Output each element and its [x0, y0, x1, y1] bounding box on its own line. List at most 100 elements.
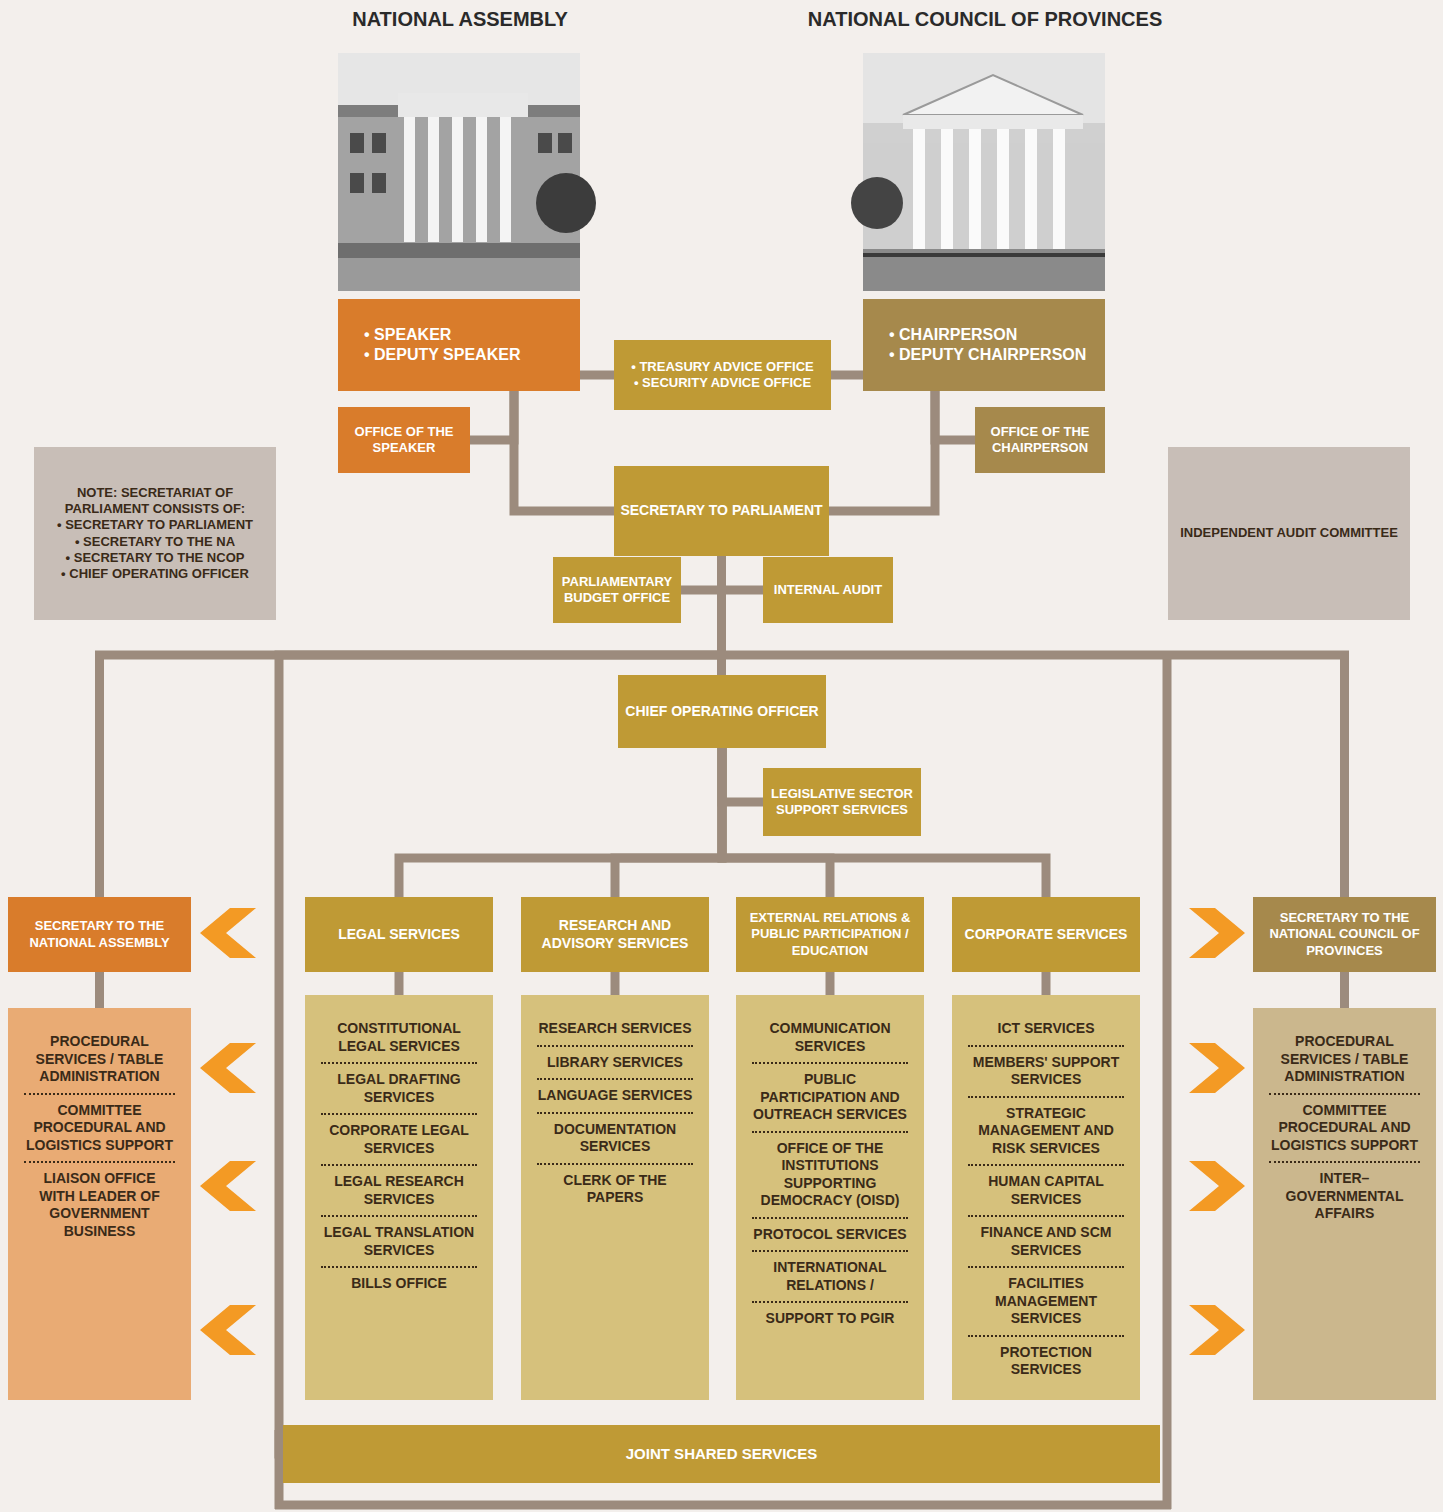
house-heading: NATIONAL ASSEMBLY — [352, 8, 568, 31]
box-text: • CHIEF OPERATING OFFICER — [40, 566, 270, 582]
building-photo — [851, 53, 1105, 291]
org-box: OFFICE OF THE CHAIRPERSON — [975, 407, 1105, 473]
org-box: SECRETARY TO THE NATIONAL ASSEMBLY — [8, 897, 191, 972]
box-text: LEGISLATIVE SECTOR SUPPORT SERVICES — [769, 786, 915, 819]
org-box: PARLIAMENTARY BUDGET OFFICE — [553, 557, 681, 623]
box-text: EXTERNAL RELATIONS & PUBLIC PARTICIPATIO… — [742, 910, 918, 959]
box-text: INTERNATIONAL RELATIONS / — [752, 1252, 908, 1303]
box-text: LEGAL RESEARCH SERVICES — [321, 1166, 477, 1217]
building-photo — [338, 53, 596, 291]
box-text: LEGAL TRANSLATION SERVICES — [321, 1217, 477, 1268]
box-text: SECRETARY TO PARLIAMENT — [620, 502, 823, 520]
box-text: • SECURITY ADVICE OFFICE — [620, 375, 825, 391]
box-text: LANGUAGE SERVICES — [537, 1080, 693, 1114]
org-box: CHIEF OPERATING OFFICER — [618, 675, 826, 748]
house-heading: NATIONAL COUNCIL OF PROVINCES — [808, 8, 1162, 31]
org-box: RESEARCH AND ADVISORY SERVICES — [521, 897, 709, 972]
connector-line — [826, 972, 835, 995]
connector-line — [722, 748, 763, 802]
org-box: • TREASURY ADVICE OFFICE• SECURITY ADVIC… — [614, 340, 831, 410]
service-list-box: CONSTITUTIONAL LEGAL SERVICESLEGAL DRAFT… — [305, 995, 493, 1400]
box-text: COMMITTEE PROCEDURAL AND LOGISTICS SUPPO… — [1269, 1095, 1420, 1164]
org-box: LEGAL SERVICES — [305, 897, 493, 972]
box-text: LIBRARY SERVICES — [537, 1047, 693, 1081]
connector-line — [514, 391, 614, 511]
org-box: • CHAIRPERSON• DEPUTY CHAIRPERSON — [863, 299, 1105, 391]
box-text: • TREASURY ADVICE OFFICE — [620, 359, 825, 375]
box-text: • DEPUTY SPEAKER — [364, 345, 574, 365]
box-text: • SPEAKER — [364, 325, 574, 345]
box-text: LEGAL DRAFTING SERVICES — [321, 1064, 477, 1115]
org-box: INDEPENDENT AUDIT COMMITTEE — [1168, 447, 1410, 620]
org-box: SECRETARY TO THE NATIONAL COUNCIL OF PRO… — [1253, 897, 1436, 972]
box-text: FACILITIES MANAGEMENT SERVICES — [968, 1268, 1124, 1337]
box-text: LIAISON OFFICE WITH LEADER OF GOVERNMENT… — [24, 1163, 175, 1247]
connector-line — [1042, 972, 1051, 995]
box-text: CORPORATE SERVICES — [958, 926, 1134, 944]
service-list-box: ICT SERVICESMEMBERS' SUPPORT SERVICESSTR… — [952, 995, 1140, 1400]
connector-line — [829, 391, 935, 511]
connector-line — [831, 371, 863, 380]
box-text: BILLS OFFICE — [321, 1268, 477, 1300]
org-box: SECRETARY TO PARLIAMENT — [614, 466, 829, 556]
box-text: CLERK OF THE PAPERS — [537, 1165, 693, 1214]
box-text: INTERNAL AUDIT — [769, 582, 887, 598]
connector-line — [611, 972, 620, 995]
box-text: CONSTITUTIONAL LEGAL SERVICES — [321, 1013, 477, 1064]
org-box: NOTE: SECRETARIAT OF PARLIAMENT CONSISTS… — [34, 447, 276, 620]
box-text: OFFICE OF THE CHAIRPERSON — [981, 424, 1099, 457]
org-box: LEGISLATIVE SECTOR SUPPORT SERVICES — [763, 768, 921, 836]
org-box: OFFICE OF THE SPEAKER — [338, 407, 470, 473]
box-text: SECRETARY TO THE NATIONAL ASSEMBLY — [14, 918, 185, 951]
box-text: OFFICE OF THE INSTITUTIONS SUPPORTING DE… — [752, 1133, 908, 1219]
service-list-box: PROCEDURAL SERVICES / TABLE ADMINISTRATI… — [1253, 1008, 1436, 1400]
box-text: RESEARCH SERVICES — [537, 1013, 693, 1047]
frame-line — [275, 651, 1171, 1509]
org-box: EXTERNAL RELATIONS & PUBLIC PARTICIPATIO… — [736, 897, 924, 972]
box-text: MEMBERS' SUPPORT SERVICES — [968, 1047, 1124, 1098]
box-text: INDEPENDENT AUDIT COMMITTEE — [1174, 525, 1404, 541]
box-text: CORPORATE LEGAL SERVICES — [321, 1115, 477, 1166]
connector-line — [722, 748, 1046, 897]
org-box: • SPEAKER• DEPUTY SPEAKER — [338, 299, 580, 391]
box-text: INTER– GOVERNMENTAL AFFAIRS — [1269, 1163, 1420, 1230]
box-text: HUMAN CAPITAL SERVICES — [968, 1166, 1124, 1217]
box-text: • DEPUTY CHAIRPERSON — [889, 345, 1099, 365]
box-text: CHIEF OPERATING OFFICER — [624, 703, 820, 721]
connector-line — [1340, 972, 1349, 1008]
box-text: • CHAIRPERSON — [889, 325, 1099, 345]
box-text: SECRETARY TO THE NATIONAL COUNCIL OF PRO… — [1259, 910, 1430, 959]
box-text: COMMITTEE PROCEDURAL AND LOGISTICS SUPPO… — [24, 1095, 175, 1164]
org-box: JOINT SHARED SERVICES — [283, 1425, 1160, 1483]
service-list-box: RESEARCH SERVICESLIBRARY SERVICESLANGUAG… — [521, 995, 709, 1400]
connector-line — [470, 391, 514, 440]
box-text: ICT SERVICES — [968, 1013, 1124, 1047]
box-text: FINANCE AND SCM SERVICES — [968, 1217, 1124, 1268]
box-text: PROCEDURAL SERVICES / TABLE ADMINISTRATI… — [24, 1026, 175, 1095]
box-text: PROCEDURAL SERVICES / TABLE ADMINISTRATI… — [1269, 1026, 1420, 1095]
box-text: PROTECTION SERVICES — [968, 1337, 1124, 1386]
box-text: COMMUNICATION SERVICES — [752, 1013, 908, 1064]
box-text: DOCUMENTATION SERVICES — [537, 1114, 693, 1165]
service-list-box: COMMUNICATION SERVICESPUBLIC PARTICIPATI… — [736, 995, 924, 1400]
box-text: PARLIAMENTARY BUDGET OFFICE — [559, 574, 675, 607]
connector-line — [615, 748, 722, 897]
box-text: STRATEGIC MANAGEMENT AND RISK SERVICES — [968, 1098, 1124, 1167]
org-box: INTERNAL AUDIT — [763, 557, 893, 623]
box-text: RESEARCH AND ADVISORY SERVICES — [527, 917, 703, 952]
connector-line — [935, 391, 975, 440]
box-text: SUPPORT TO PGIR — [752, 1303, 908, 1335]
connector-line — [722, 556, 764, 590]
service-list-box: PROCEDURAL SERVICES / TABLE ADMINISTRATI… — [8, 1008, 191, 1400]
connector-line — [580, 371, 614, 380]
box-text: PROTOCOL SERVICES — [752, 1219, 908, 1253]
connector-line — [399, 748, 722, 897]
box-text: PUBLIC PARTICIPATION AND OUTREACH SERVIC… — [752, 1064, 908, 1133]
box-text: • SECRETARY TO THE NA — [40, 534, 270, 550]
box-text: NOTE: SECRETARIAT OF PARLIAMENT CONSISTS… — [40, 485, 270, 518]
box-text: LEGAL SERVICES — [311, 926, 487, 944]
connector-line — [95, 972, 104, 1008]
box-text: • SECRETARY TO PARLIAMENT — [40, 517, 270, 533]
connector-line — [681, 556, 722, 590]
